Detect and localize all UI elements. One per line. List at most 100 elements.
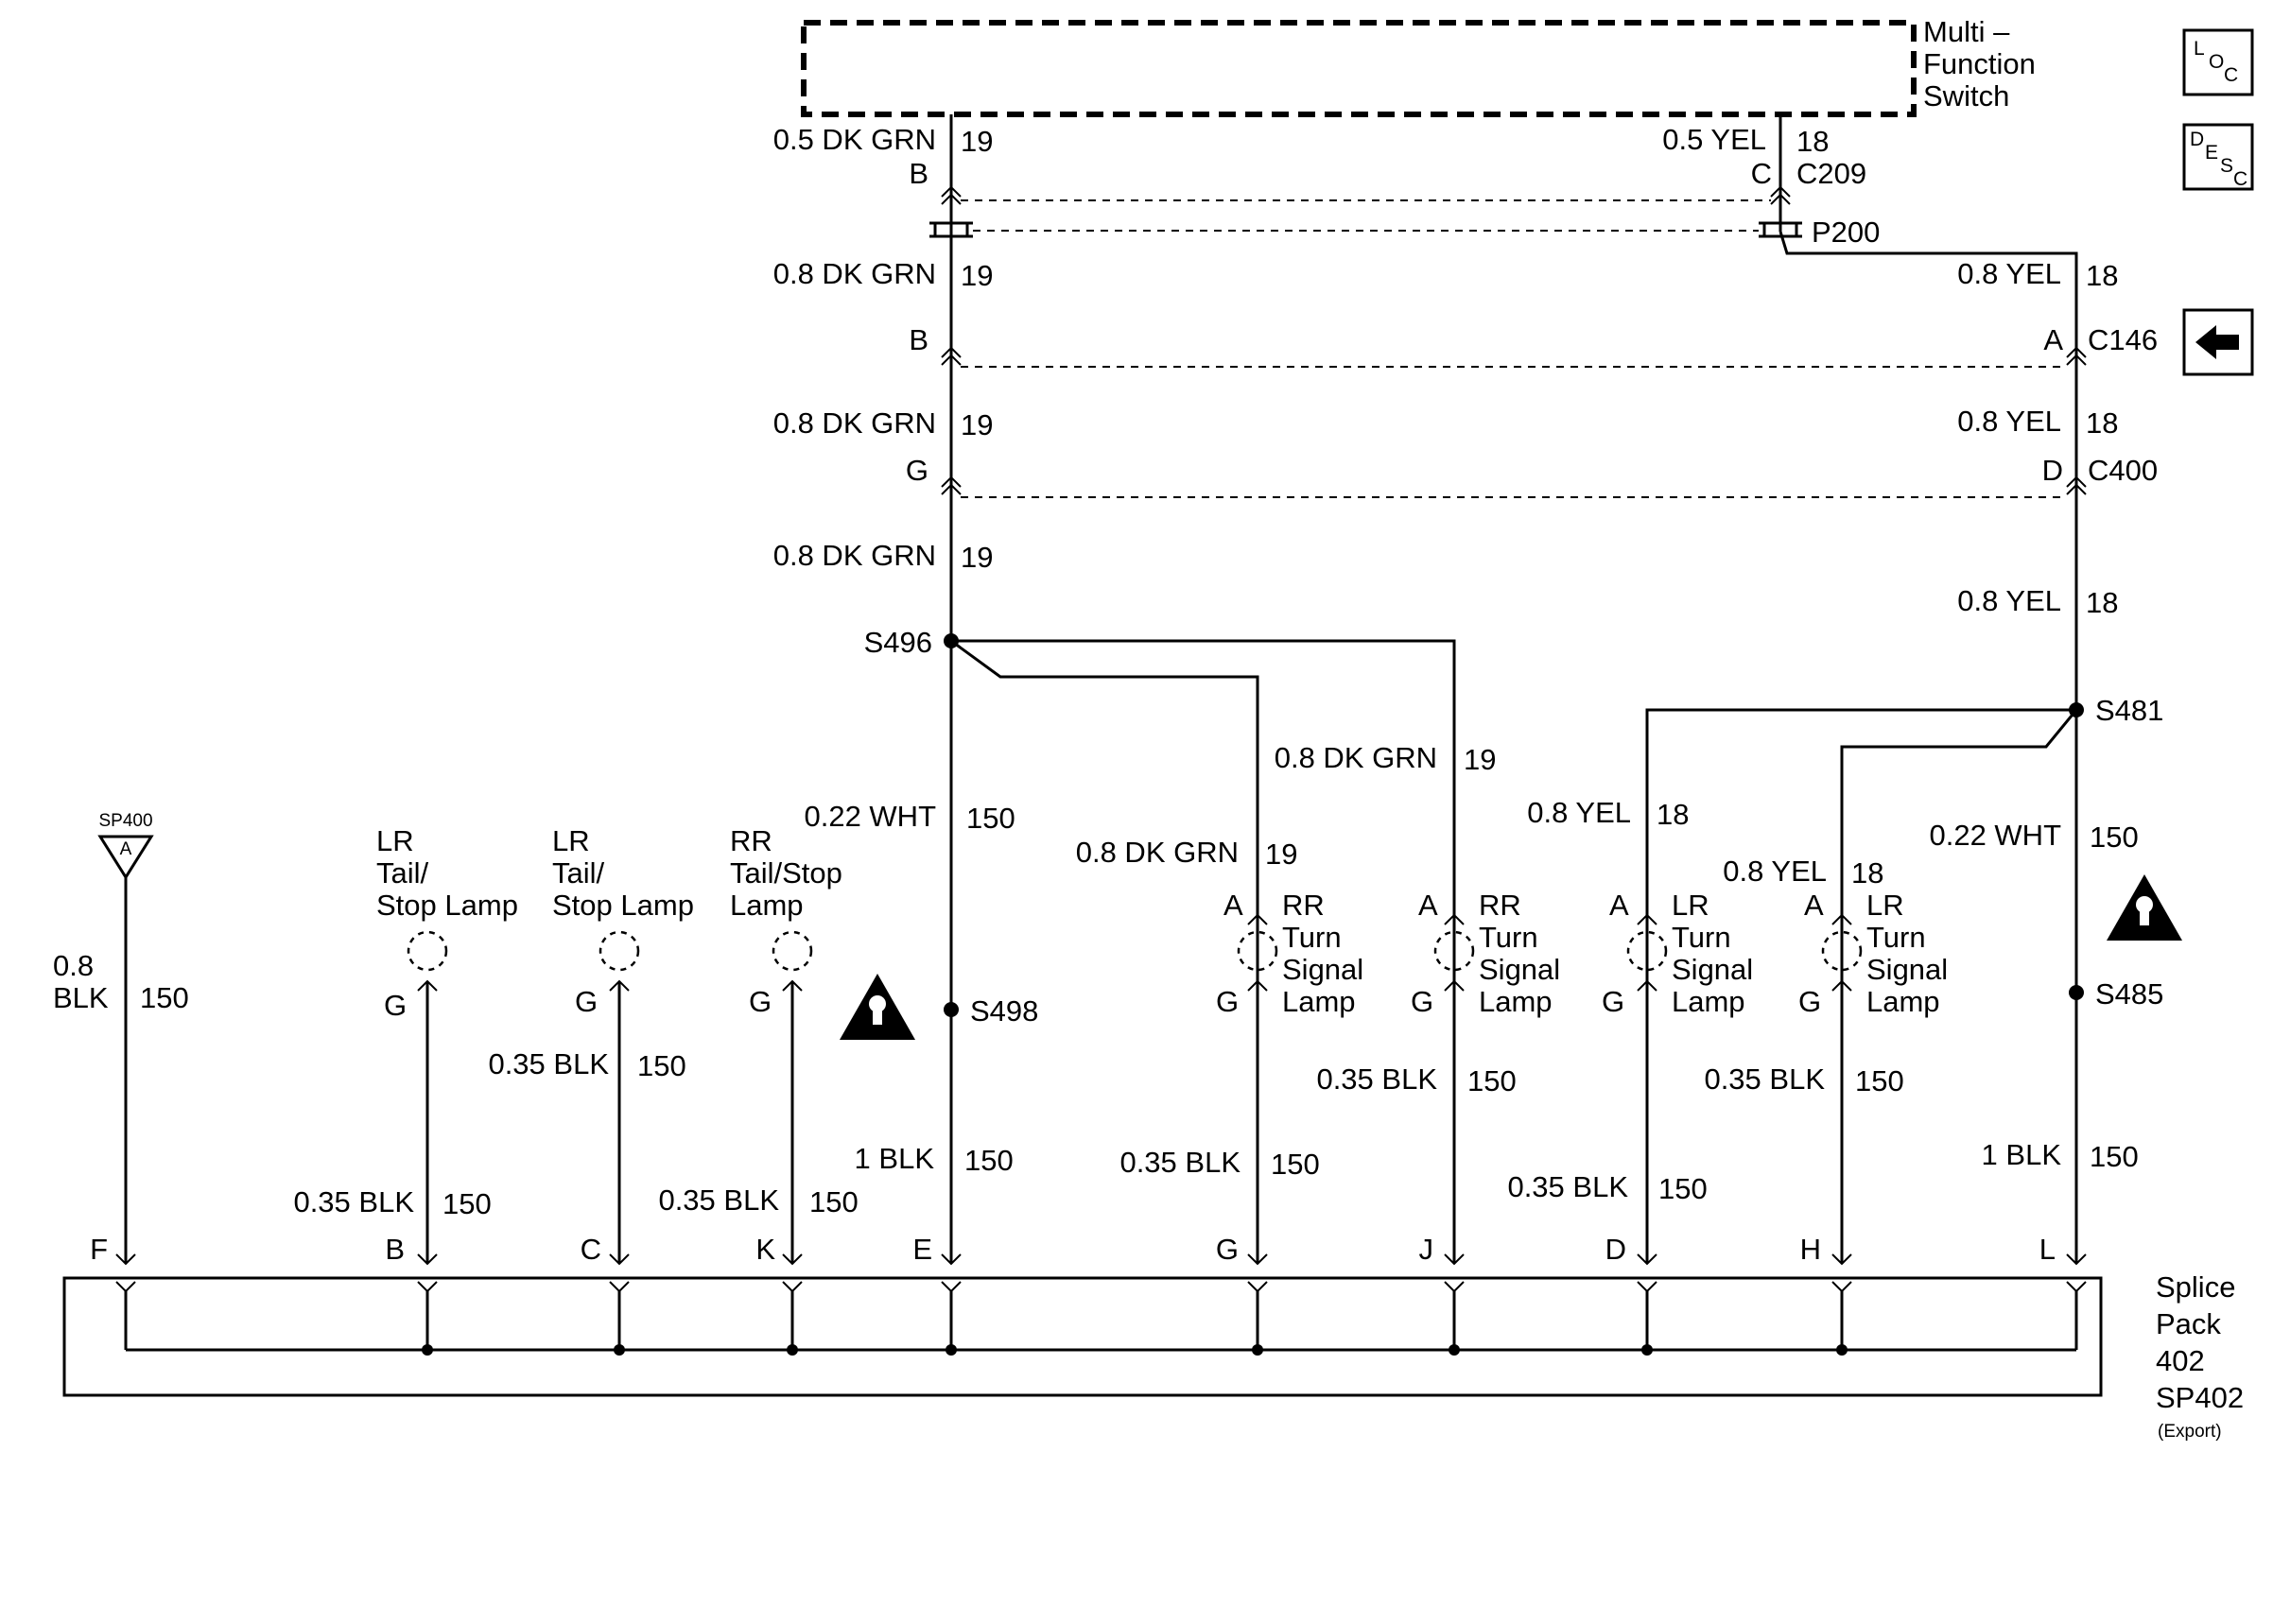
splice-pack-pins: F B C K E G J D H L xyxy=(90,1233,2056,1266)
back-arrow-icon[interactable] xyxy=(2182,308,2254,376)
svg-text:C146: C146 xyxy=(2088,323,2158,356)
svg-text:150: 150 xyxy=(1855,1064,1904,1097)
svg-text:RR: RR xyxy=(1479,889,1521,922)
svg-text:D: D xyxy=(2190,129,2204,150)
svg-text:0.35 BLK: 0.35 BLK xyxy=(293,1185,414,1218)
svg-text:C400: C400 xyxy=(2088,454,2158,487)
p200-right-connector xyxy=(1759,221,1802,238)
svg-text:G: G xyxy=(1411,985,1433,1018)
svg-text:C209: C209 xyxy=(1796,157,1866,190)
svg-text:SP400: SP400 xyxy=(98,811,152,831)
svg-text:A: A xyxy=(1804,889,1824,922)
splice-pack-label-4: SP402 xyxy=(2156,1381,2244,1414)
lamp-lr-turn-signal-1: A G LR Turn Signal Lamp xyxy=(1602,889,1753,1018)
svg-text:0.8 DK GRN: 0.8 DK GRN xyxy=(773,406,936,440)
svg-text:150: 150 xyxy=(809,1185,859,1218)
svg-text:0.35 BLK: 0.35 BLK xyxy=(488,1047,609,1080)
svg-text:C: C xyxy=(581,1233,601,1266)
svg-text:0.8 YEL: 0.8 YEL xyxy=(1723,855,1827,888)
svg-text:G: G xyxy=(575,985,598,1018)
svg-text:Signal: Signal xyxy=(1479,953,1560,986)
svg-text:0.8: 0.8 xyxy=(53,949,94,982)
svg-text:A: A xyxy=(2043,323,2063,356)
svg-text:18: 18 xyxy=(2086,406,2118,440)
svg-text:C: C xyxy=(2233,168,2247,190)
svg-text:1 BLK: 1 BLK xyxy=(1982,1138,2062,1171)
svg-text:150: 150 xyxy=(964,1144,1014,1177)
splice-s498 xyxy=(944,1002,959,1017)
svg-text:150: 150 xyxy=(2090,821,2139,854)
splice-pack-label-1: Splice xyxy=(2156,1270,2235,1304)
svg-text:RR: RR xyxy=(730,824,772,857)
svg-text:0.8 DK GRN: 0.8 DK GRN xyxy=(773,539,936,572)
svg-text:C: C xyxy=(1751,157,1772,190)
svg-text:G: G xyxy=(906,454,928,487)
mfs-label-1: Multi – xyxy=(1923,15,2010,48)
svg-text:0.8 DK GRN: 0.8 DK GRN xyxy=(1275,741,1437,774)
svg-text:D: D xyxy=(1605,1233,1626,1266)
splice-pack-label-3: 402 xyxy=(2156,1344,2205,1377)
svg-text:B: B xyxy=(909,323,928,356)
svg-text:P200: P200 xyxy=(1812,216,1880,249)
caution-icon xyxy=(2107,874,2182,941)
svg-text:0.35 BLK: 0.35 BLK xyxy=(658,1183,779,1217)
svg-text:B: B xyxy=(909,157,928,190)
svg-text:F: F xyxy=(90,1233,108,1266)
svg-text:18: 18 xyxy=(1851,856,1883,890)
svg-text:19: 19 xyxy=(961,541,993,574)
loc-icon[interactable]: L O C xyxy=(2182,28,2254,96)
svg-text:0.5 DK GRN: 0.5 DK GRN xyxy=(773,123,936,156)
svg-text:18: 18 xyxy=(2086,586,2118,619)
svg-text:E: E xyxy=(2205,142,2218,164)
svg-text:RR: RR xyxy=(1282,889,1325,922)
svg-text:G: G xyxy=(384,989,407,1022)
svg-text:0.8 DK GRN: 0.8 DK GRN xyxy=(773,257,936,290)
svg-text:Turn: Turn xyxy=(1866,921,1926,954)
svg-text:150: 150 xyxy=(442,1187,492,1220)
svg-text:LR: LR xyxy=(1866,889,1904,922)
c209-right-terminal xyxy=(1770,185,1791,205)
svg-text:L: L xyxy=(2039,1233,2056,1266)
svg-text:0.8 YEL: 0.8 YEL xyxy=(1957,584,2061,617)
svg-text:Signal: Signal xyxy=(1282,953,1363,986)
desc-icon[interactable]: D E S C xyxy=(2182,123,2254,191)
svg-text:0.8 DK GRN: 0.8 DK GRN xyxy=(1076,836,1239,869)
lamp-lr-tail-stop-2: LR Tail/ Stop Lamp G xyxy=(552,824,694,1264)
svg-text:0.5 YEL: 0.5 YEL xyxy=(1662,123,1766,156)
svg-text:Turn: Turn xyxy=(1479,921,1538,954)
svg-text:0.8 YEL: 0.8 YEL xyxy=(1957,257,2061,290)
mfs-label-2: Function xyxy=(1923,47,2036,80)
svg-text:G: G xyxy=(1602,985,1624,1018)
svg-text:150: 150 xyxy=(1467,1064,1517,1097)
lamp-rr-turn-signal-1: A G RR Turn Signal Lamp xyxy=(1216,889,1363,1018)
svg-text:A: A xyxy=(120,839,132,859)
svg-text:19: 19 xyxy=(961,125,993,158)
svg-text:Lamp: Lamp xyxy=(1479,985,1553,1018)
svg-text:B: B xyxy=(385,1233,405,1266)
svg-text:19: 19 xyxy=(1464,743,1496,776)
svg-text:G: G xyxy=(1216,985,1239,1018)
svg-text:G: G xyxy=(1798,985,1821,1018)
svg-text:LR: LR xyxy=(1672,889,1709,922)
svg-text:K: K xyxy=(755,1233,775,1266)
svg-text:D: D xyxy=(2042,454,2063,487)
svg-text:S496: S496 xyxy=(864,626,932,659)
ground-sp400: SP400 A xyxy=(97,811,154,1264)
svg-text:150: 150 xyxy=(2090,1140,2139,1173)
svg-text:S481: S481 xyxy=(2095,694,2163,727)
svg-text:G: G xyxy=(749,985,772,1018)
svg-text:19: 19 xyxy=(1265,838,1297,871)
svg-text:LR: LR xyxy=(552,824,590,857)
svg-text:1 BLK: 1 BLK xyxy=(855,1142,935,1175)
svg-text:Tail/Stop: Tail/Stop xyxy=(730,856,842,890)
svg-text:A: A xyxy=(1418,889,1438,922)
p200-left-connector xyxy=(929,221,973,238)
svg-text:Turn: Turn xyxy=(1672,921,1731,954)
splice-pack-note: (Export) xyxy=(2158,1422,2222,1442)
svg-text:150: 150 xyxy=(966,802,1015,835)
svg-text:BLK: BLK xyxy=(53,981,109,1014)
svg-text:Signal: Signal xyxy=(1866,953,1948,986)
svg-text:LR: LR xyxy=(376,824,414,857)
svg-text:0.35 BLK: 0.35 BLK xyxy=(1704,1063,1825,1096)
